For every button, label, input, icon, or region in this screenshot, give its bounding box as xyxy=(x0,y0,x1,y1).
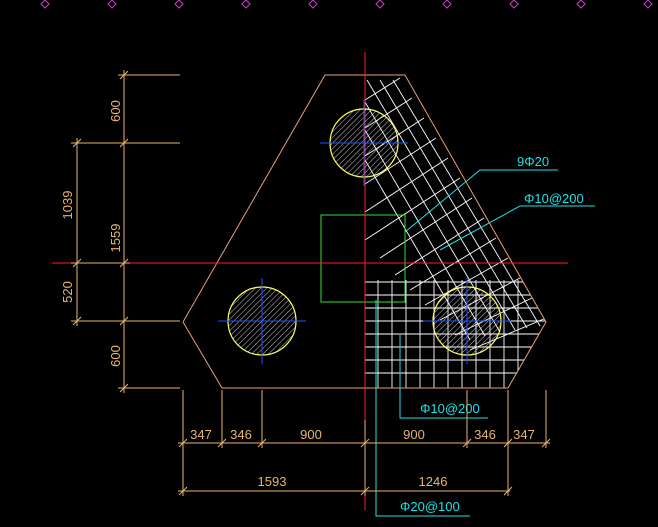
pile-cap-outline xyxy=(182,74,547,389)
dim-left-top: 600 xyxy=(108,100,123,122)
diamond-marker-icon xyxy=(375,0,385,9)
label-main-bottom: Φ20@100 xyxy=(400,499,460,514)
diamond-marker-icon xyxy=(107,0,117,9)
diamond-marker-icon xyxy=(308,0,318,9)
diamond-marker-icon xyxy=(643,0,653,9)
dim-bottom-seg-2: 346 xyxy=(230,427,252,442)
bottom-dimension-lines xyxy=(178,390,551,496)
pile-top xyxy=(320,100,408,186)
dim-bottom-total-right: 1246 xyxy=(419,474,448,489)
dim-bottom-seg-1: 347 xyxy=(190,427,212,442)
dim-left-lower-mid: 520 xyxy=(60,281,75,303)
diamond-marker-icon xyxy=(442,0,452,9)
left-dimension-lines xyxy=(71,70,180,393)
pile-left xyxy=(218,278,306,364)
label-distribution-top: Φ10@200 xyxy=(524,191,584,206)
leader-lines xyxy=(375,169,595,517)
diamond-marker-icon xyxy=(576,0,586,9)
dim-left-bottom: 600 xyxy=(108,345,123,367)
diamond-marker-icon xyxy=(509,0,519,9)
label-distribution-bottom: Φ10@200 xyxy=(420,401,480,416)
dim-bottom-seg-5: 346 xyxy=(474,427,496,442)
dim-bottom-total-left: 1593 xyxy=(258,474,287,489)
diamond-marker-icon xyxy=(241,0,251,9)
stirrup-outline xyxy=(320,214,365,303)
dim-bottom-seg-6: 347 xyxy=(513,427,535,442)
diamond-marker-icon xyxy=(174,0,184,9)
top-marker-row xyxy=(40,0,653,9)
dim-bottom-seg-3: 900 xyxy=(300,427,322,442)
diamond-marker-icon xyxy=(40,0,50,9)
label-top-bars: 9Φ20 xyxy=(517,154,549,169)
pile-right xyxy=(423,278,511,364)
dim-left-total: 1559 xyxy=(108,224,123,253)
dim-left-upper: 1039 xyxy=(60,191,75,220)
stirrup-right-part xyxy=(365,214,406,303)
dim-bottom-seg-4: 900 xyxy=(403,427,425,442)
